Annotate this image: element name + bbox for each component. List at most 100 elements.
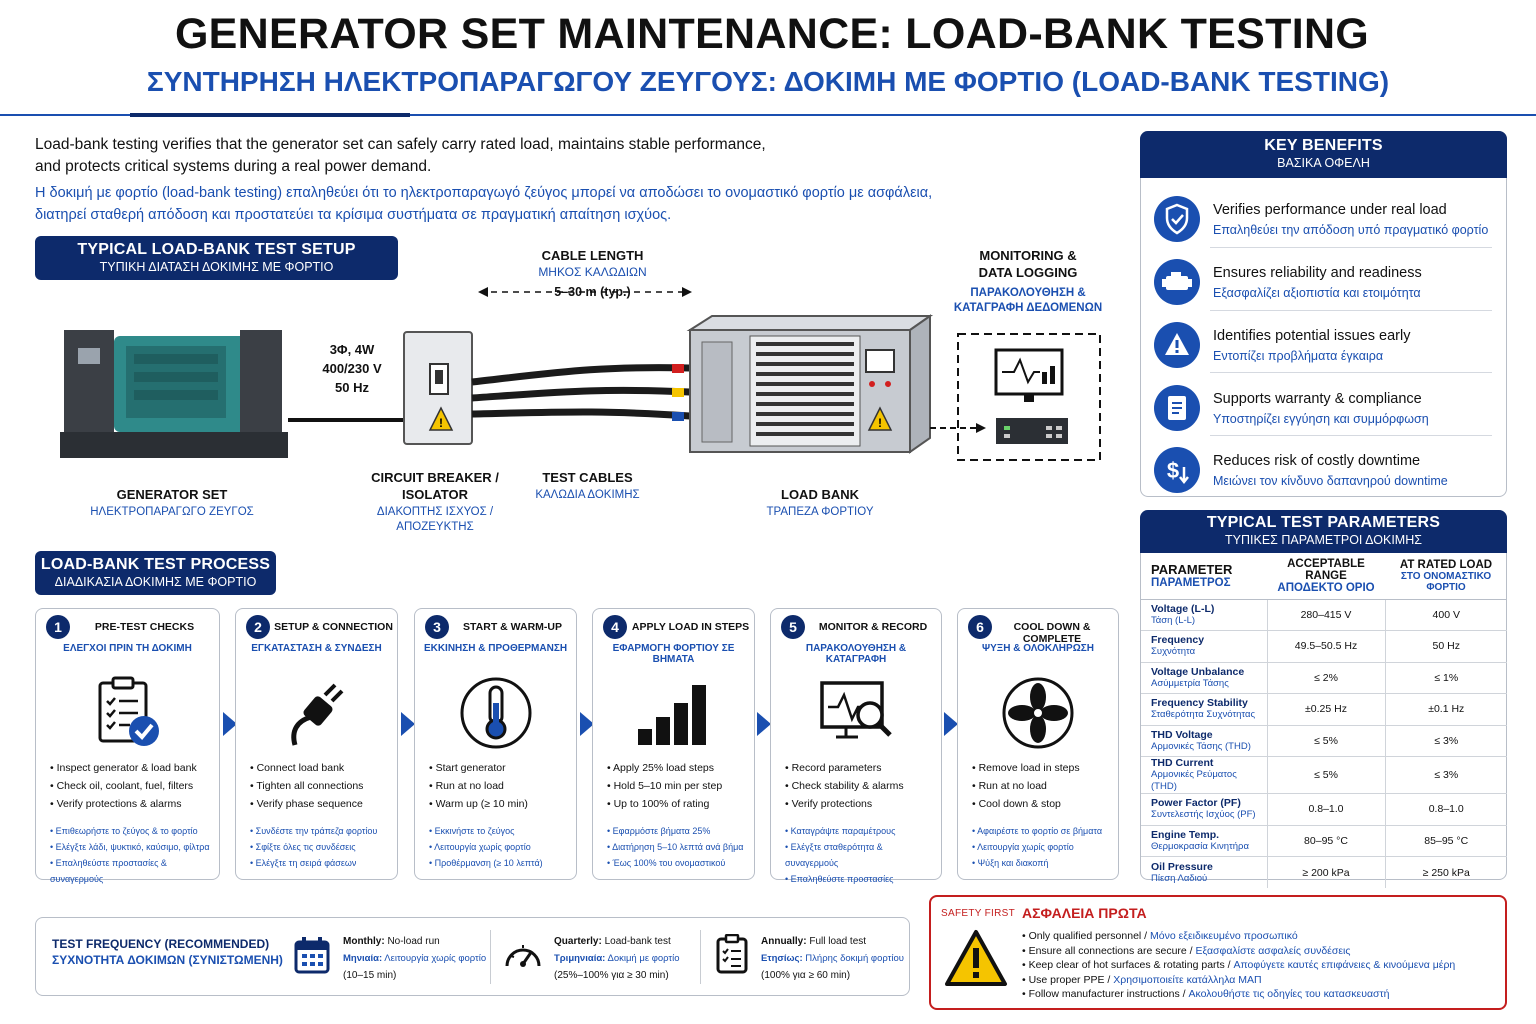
list-item: Tighten all connections — [250, 777, 391, 795]
step-number: 1 — [46, 615, 70, 639]
load-bank-gr: ΤΡΑΠΕΖΑ ΦΟΡΤΙΟΥ — [766, 506, 874, 518]
step-title-gr: ΕΚΚΙΝΗΣΗ & ΠΡΟΘΕΡΜΑΝΣΗ — [423, 643, 568, 654]
step-title-gr: ΠΑΡΑΚΟΛΟΥΘΗΣΗ & ΚΑΤΑΓΡΑΦΗ — [805, 643, 907, 665]
frequency-line-en: Annually: Full load test — [761, 933, 904, 950]
gauge-icon — [505, 945, 541, 967]
column-header: PARAMETER — [1151, 562, 1233, 578]
param-rated: 0.8–1.0 — [1384, 793, 1507, 825]
safety-item-en: Follow manufacturer instructions / — [1028, 988, 1189, 1000]
supply-frequency: 50 Hz — [335, 380, 369, 395]
frequency-desc: No-load run — [387, 936, 440, 947]
intro-en-line-1: Load-bank testing verifies that the gene… — [35, 136, 766, 153]
column-header-gr: ΣΤΟ ΟΝΟΜΑΣΤΙΚΟ ΦΟΡΤΙΟ — [1400, 570, 1492, 593]
safety-item-en: Ensure all connections are secure / — [1028, 944, 1196, 957]
list-item: Συνδέστε την τράπεζα φορτίου — [250, 823, 391, 839]
param-range: 0.8–1.0 — [1266, 793, 1385, 825]
step-title: PRE-TEST CHECKS — [94, 621, 195, 633]
load-bank-label: LOAD BANK ΤΡΑΠΕΖΑ ΦΟΡΤΙΟΥ — [740, 486, 900, 520]
step-arrow-icon — [401, 712, 415, 736]
cable-length-en: CABLE LENGTH — [541, 248, 644, 263]
param-name: Engine Temp. — [1151, 828, 1220, 841]
thermometer-icon — [460, 677, 531, 749]
param-rated: ≥ 250 kPa — [1384, 856, 1507, 888]
benefit-text-gr: Μειώνει τον κίνδυνο δαπανηρού downtime — [1213, 474, 1448, 488]
step-list-gr: Συνδέστε την τράπεζα φορτίου Σφίξτε όλες… — [250, 823, 391, 871]
generator-label: GENERATOR SET ΗΛΕΚΤΡΟΠΑΡΑΓΩΓΟ ΖΕΥΓΟΣ — [72, 486, 272, 520]
frequency-desc-gr: Δοκιμή με φορτίο — [607, 953, 680, 964]
calendar-icon — [294, 937, 330, 974]
divider — [1210, 310, 1492, 311]
process-step-4: 4 APPLY LOAD IN STEPS ΕΦΑΡΜΟΓΗ ΦΟΡΤΙΟΥ Σ… — [592, 608, 755, 880]
list-item: Ελέγξτε τη σειρά φάσεων — [250, 855, 391, 871]
list-item: Επαληθεύστε προστασίες — [785, 871, 935, 887]
safety-label: SAFETY FIRST — [941, 908, 1015, 919]
step-list-gr: Επιθεωρήστε το ζεύγος & το φορτίο Ελέγξτ… — [50, 823, 213, 887]
list-item: Inspect generator & load bank — [50, 759, 213, 777]
cable-length-label: CABLE LENGTH ΜΗΚΟΣ ΚΑΛΩΔΙΩΝ 5–30 m (typ.… — [505, 247, 680, 301]
process-header-en: LOAD-BANK TEST PROCESS — [40, 556, 271, 573]
frequency-desc: Full load test — [809, 936, 867, 947]
step-title: APPLY LOAD IN STEPS — [631, 621, 750, 633]
setup-diagram: ! ! — [60, 287, 1101, 461]
safety-list: Only qualified personnel / Μόνο εξειδικε… — [1022, 929, 1456, 1002]
frequency-period-gr: Τριμηνιαία: — [554, 953, 606, 964]
step-list: Inspect generator & load bank Check oil,… — [50, 759, 213, 813]
supply-voltage: 400/230 V — [322, 361, 382, 376]
process-step-2: 2 SETUP & CONNECTION ΕΓΚΑΤΑΣΤΑΣΗ & ΣΥΝΔΕ… — [235, 608, 398, 880]
frequency-line-en: Monthly: No-load run — [343, 933, 486, 950]
param-name: THD Current — [1151, 757, 1214, 769]
title-divider-accent — [130, 113, 410, 117]
process-header: LOAD-BANK TEST PROCESS ΔΙΑΔΙΚΑΣΙΑ ΔΟΚΙΜΗ… — [35, 551, 276, 595]
step-list: Apply 25% load steps Hold 5–10 min per s… — [607, 759, 748, 813]
parameters-header-en: TYPICAL TEST PARAMETERS — [1206, 514, 1441, 531]
list-item: Connect load bank — [250, 759, 391, 777]
step-title-gr: ΕΦΑΡΜΟΓΗ ΦΟΡΤΙΟΥ ΣΕ ΒΗΜΑΤΑ — [612, 643, 735, 665]
frequency-line-gr: Ετησίως: Πλήρης δοκιμή φορτίου — [761, 950, 904, 967]
list-item: Keep clear of hot surfaces & rotating pa… — [1022, 958, 1456, 973]
step-arrow-icon — [580, 712, 594, 736]
divider — [1210, 372, 1492, 373]
list-item: Ensure all connections are secure / Εξασ… — [1022, 944, 1455, 959]
process-step-1: 1 PRE-TEST CHECKS ΕΛΕΓΧΟΙ ΠΡΙΝ ΤΗ ΔΟΚΙΜΗ… — [35, 608, 220, 884]
generator-gr: ΗΛΕΚΤΡΟΠΑΡΑΓΩΓΟ ΖΕΥΓΟΣ — [90, 506, 254, 518]
page-subtitle: ΣΥΝΤΗΡΗΣΗ ΗΛΕΚΤΡΟΠΑΡΑΓΩΓΟΥ ΖΕΥΓΟΥΣ: ΔΟΚΙ… — [146, 66, 1390, 97]
cable-length-value: 5–30 m (typ.) — [554, 285, 631, 299]
breaker-gr-2: ΑΠΟΖΕΥΚΤΗΣ — [396, 521, 474, 533]
list-item: Ελέγξτε λάδι, ψυκτικό, καύσιμο, φίλτρα — [50, 839, 213, 855]
safety-item-gr: Μόνο εξειδικευμένο προσωπικό — [1150, 930, 1298, 942]
svg-text:!: ! — [878, 416, 882, 430]
benefits-panel — [1140, 131, 1507, 497]
param-range: ≤ 5% — [1266, 724, 1385, 757]
fan-icon — [1002, 677, 1074, 749]
list-item: Run at no load — [972, 777, 1112, 795]
param-name: Oil Pressure — [1151, 860, 1213, 873]
monitoring-gr-2: ΚΑΤΑΓΡΑΦΗ ΔΕΔΟΜΕΝΩΝ — [953, 302, 1103, 314]
step-title: COOL DOWN & COMPLETE — [1013, 621, 1091, 645]
param-range: ≤ 2% — [1266, 661, 1385, 694]
benefit-item: Verifies performance under real load Επα… — [1154, 192, 1494, 254]
frequency-desc: Load-bank test — [604, 936, 671, 947]
list-item: Επιθεωρήστε το ζεύγος & το φορτίο — [50, 823, 213, 839]
param-name: THD Voltage — [1151, 728, 1213, 741]
frequency-note: (100% για ≥ 60 min) — [761, 970, 851, 981]
frequency-note: (25%–100% για ≥ 30 min) — [554, 970, 669, 981]
step-number: 2 — [246, 615, 270, 639]
step-title-gr: ΕΓΚΑΤΑΣΤΑΣΗ & ΣΥΝΔΕΣΗ — [251, 643, 382, 654]
intro-en-line-2: and protects critical systems during a r… — [35, 158, 432, 175]
list-item: Follow manufacturer instructions / Ακολο… — [1022, 987, 1455, 1002]
process-step-5: 5 MONITOR & RECORD ΠΑΡΑΚΟΛΟΥΘΗΣΗ & ΚΑΤΑΓ… — [770, 608, 942, 884]
list-item: Ελέγξτε σταθερότητα & συναγερμούς — [785, 839, 935, 871]
param-rated: 85–95 °C — [1384, 824, 1507, 857]
benefit-text-gr: Εντοπίζει προβλήματα έγκαιρα — [1213, 349, 1384, 363]
list-item: Εκκινήστε το ζεύγος — [429, 823, 570, 839]
step-list-gr: Αφαιρέστε το φορτίο σε βήματα Λειτουργία… — [972, 823, 1112, 871]
list-item: Εφαρμόστε βήματα 25% — [607, 823, 748, 839]
benefit-item: Identifies potential issues early Εντοπί… — [1154, 318, 1494, 380]
column-header: AT RATED LOAD — [1399, 558, 1493, 571]
list-item: Only qualified personnel / Μόνο εξειδικε… — [1022, 929, 1455, 944]
param-rated: ≤ 3% — [1384, 756, 1507, 794]
